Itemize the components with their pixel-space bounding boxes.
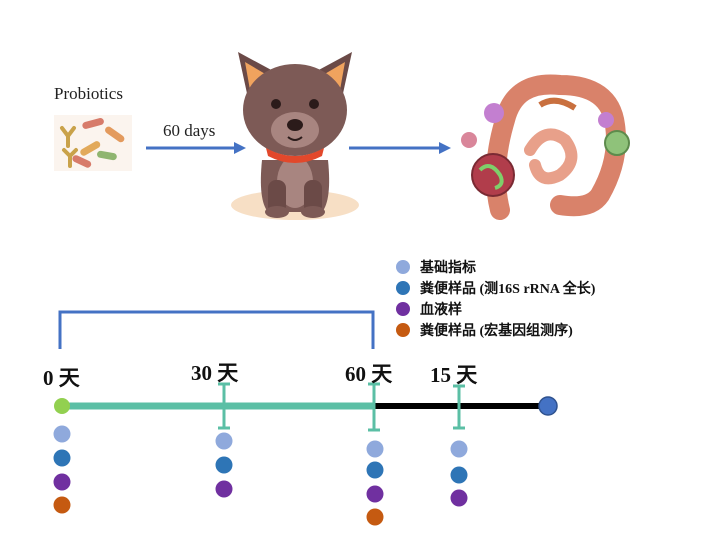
sample-legend: 基础指标 粪便样品 (测16S rRNA 全长) 血液样 粪便样品 (宏基因组测… (396, 256, 595, 340)
tick-15-days (453, 384, 465, 430)
sample-dot-blood (53, 473, 71, 491)
sample-dot-blood (450, 489, 468, 507)
legend-dot-basic (396, 259, 410, 274)
end-marker (538, 396, 558, 416)
tick-30-days (218, 382, 230, 430)
gut-microbiota-illustration (461, 74, 630, 220)
timepoint-label-15: 15 天 (430, 363, 478, 387)
sample-dot-fecal-metagenome (53, 496, 71, 514)
arrow-to-gut (349, 142, 451, 154)
legend-dot-blood (396, 301, 410, 316)
timeline (53, 310, 558, 526)
sample-dot-basic (366, 440, 384, 458)
legend-item: 基础指标 (396, 256, 595, 277)
timepoint-label-0: 0 天 (43, 366, 80, 390)
legend-label: 粪便样品 (测16S rRNA 全长) (420, 281, 596, 297)
start-marker (54, 398, 70, 414)
sample-dot-fecal-metagenome (366, 508, 384, 526)
arrow-to-dog (146, 142, 246, 154)
sample-dot-fecal-16s (450, 466, 468, 484)
sample-dot-basic (215, 432, 233, 450)
legend-item: 粪便样品 (测16S rRNA 全长) (396, 277, 595, 298)
tick-60-days (368, 382, 380, 432)
sample-dot-basic (450, 440, 468, 458)
legend-label: 粪便样品 (宏基因组测序) (420, 323, 573, 339)
dog-illustration (231, 52, 359, 220)
legend-label: 血液样 (420, 302, 462, 318)
legend-label: 基础指标 (420, 260, 476, 276)
legend-item: 粪便样品 (宏基因组测序) (396, 319, 595, 340)
legend-dot-fecal-16s (396, 280, 410, 295)
treatment-bracket (58, 310, 375, 349)
legend-item: 血液样 (396, 298, 595, 319)
timepoint-label-60: 60 天 (345, 362, 393, 386)
duration-label: 60 days (163, 121, 216, 140)
sample-dot-fecal-16s (215, 456, 233, 474)
sample-dot-blood (215, 480, 233, 498)
sample-dot-basic (53, 425, 71, 443)
sample-dot-fecal-16s (366, 461, 384, 479)
legend-dot-fecal-metagenome (396, 322, 410, 337)
sample-dot-fecal-16s (53, 449, 71, 467)
probiotics-label: Probiotics (54, 84, 123, 103)
probiotics-illustration (54, 115, 132, 171)
sample-dot-blood (366, 485, 384, 503)
timepoint-label-30: 30 天 (191, 361, 239, 385)
